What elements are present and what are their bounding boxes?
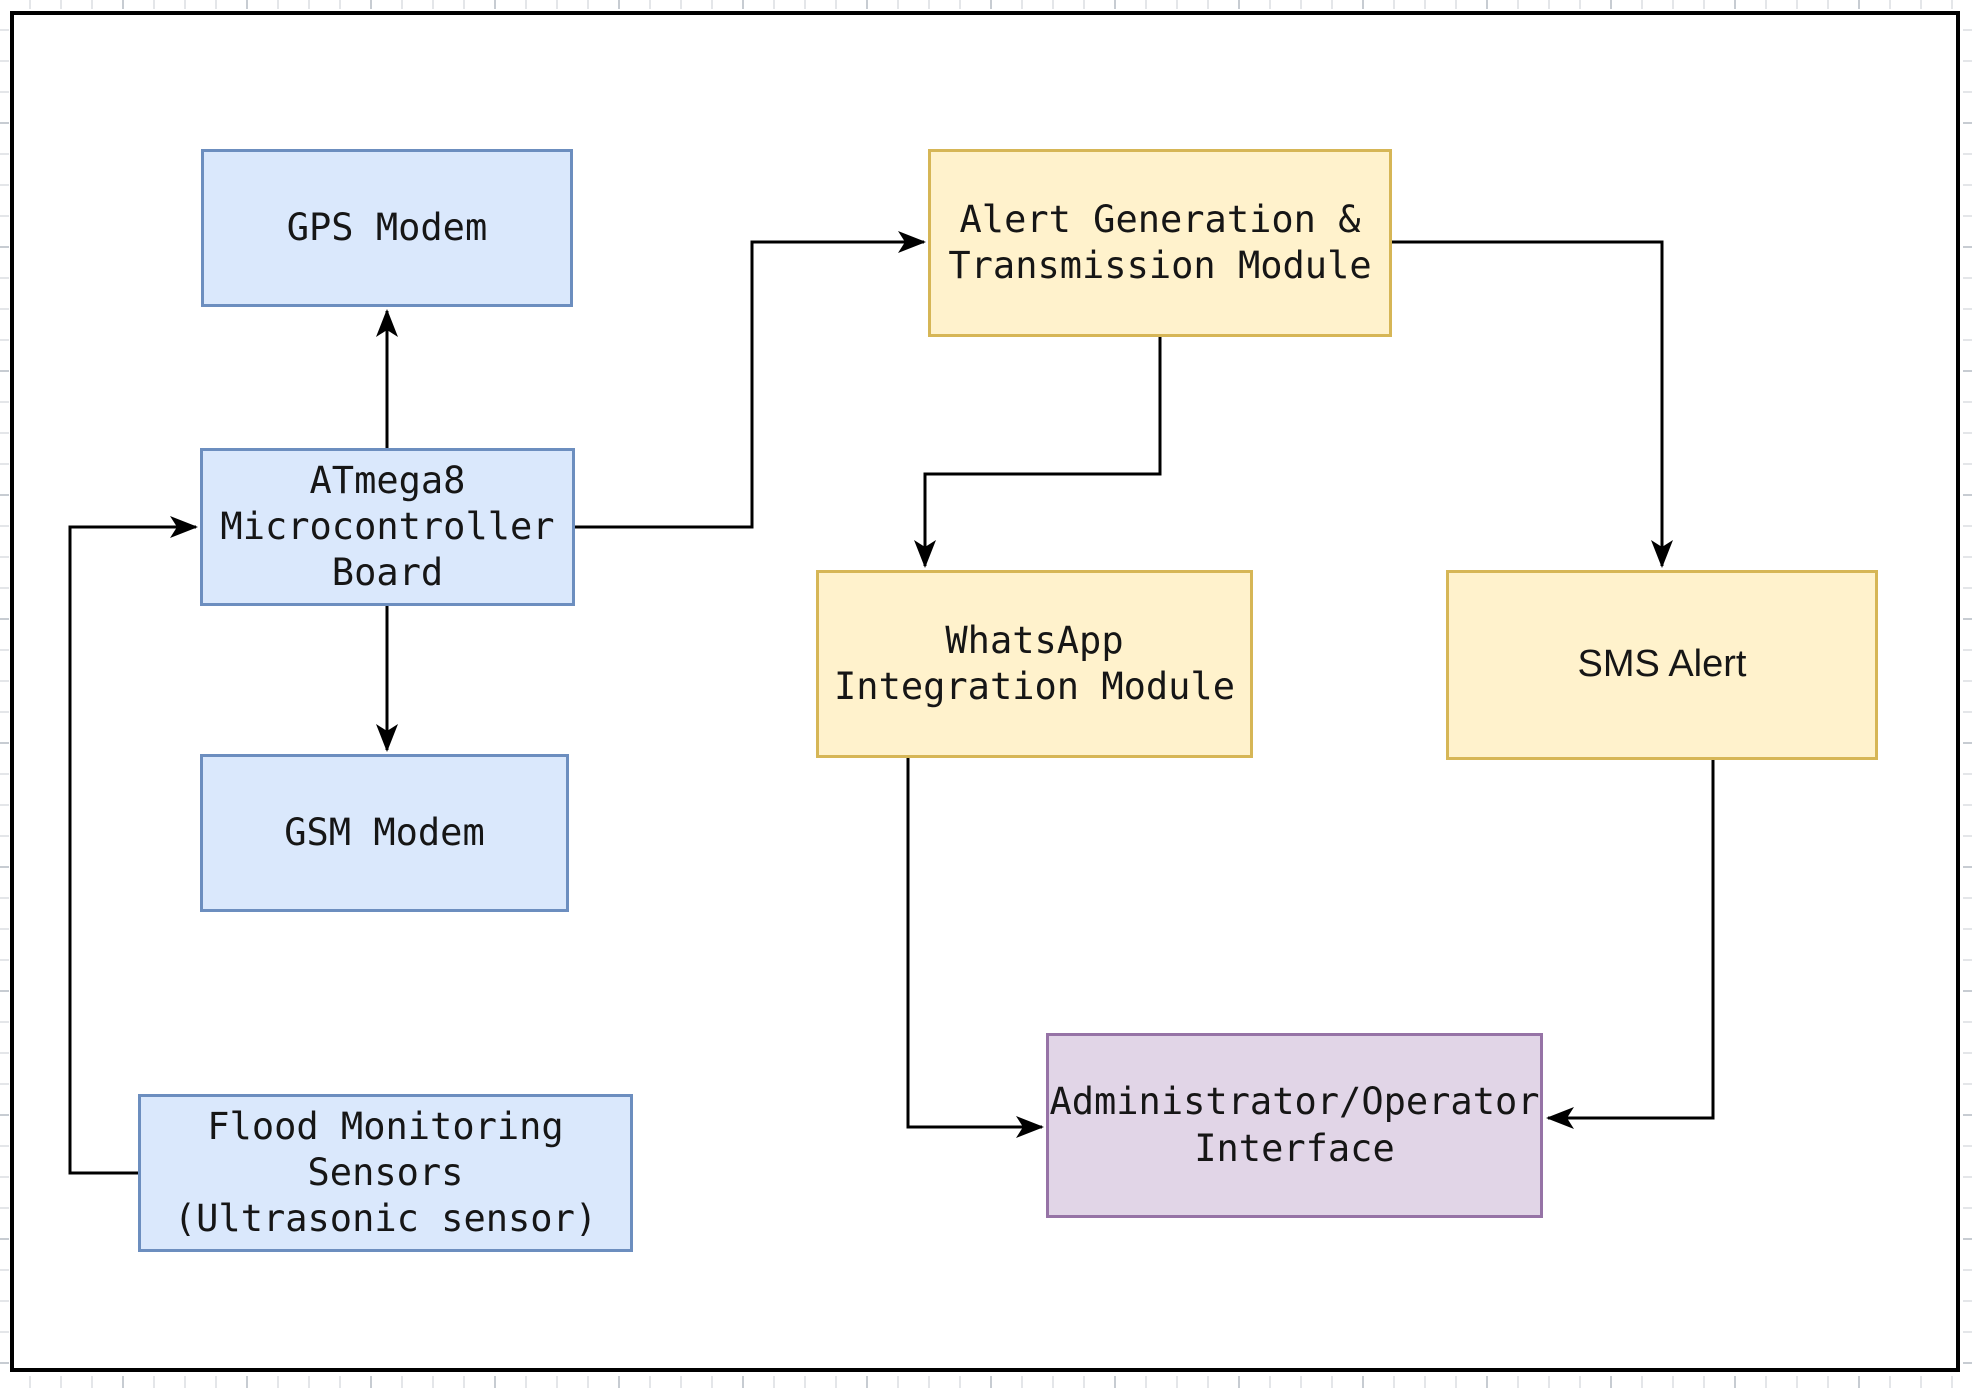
node-alert-generation-transmission-module: Alert Generation & Transmission Module bbox=[928, 149, 1392, 337]
node-atmega8-microcontroller-board: ATmega8 Microcontroller Board bbox=[200, 448, 575, 606]
edge-flood-to-atmega bbox=[68, 516, 198, 1175]
node-whatsapp-integration-module: WhatsApp Integration Module bbox=[816, 570, 1253, 758]
node-administrator-operator-interface: Administrator/Operator Interface bbox=[1046, 1033, 1543, 1218]
edge-whatsapp-to-admin bbox=[906, 758, 1044, 1138]
node-gps-modem: GPS Modem bbox=[201, 149, 573, 307]
edge-alert-to-whatsapp bbox=[914, 337, 1162, 568]
node-gsm-modem: GSM Modem bbox=[200, 754, 569, 912]
edge-atmega-to-alert bbox=[575, 231, 926, 529]
node-flood-monitoring-sensors: Flood Monitoring Sensors (Ultrasonic sen… bbox=[138, 1094, 633, 1252]
edge-alert-to-sms bbox=[1392, 240, 1673, 568]
edge-sms-to-admin bbox=[1546, 760, 1715, 1129]
node-sms-alert: SMS Alert bbox=[1446, 570, 1878, 760]
